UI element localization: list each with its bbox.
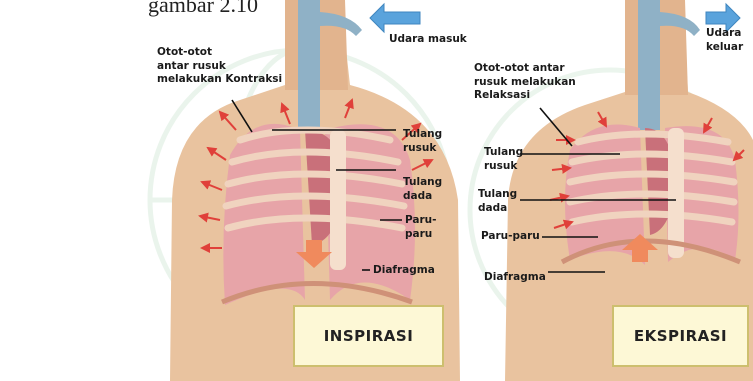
- inspirasi-title: INSPIRASI: [324, 327, 414, 345]
- ekspirasi-title-box: EKSPIRASI: [612, 305, 749, 367]
- sternum-right: [668, 128, 684, 258]
- sternum-label-inspirasi: Tulang dada: [403, 176, 442, 203]
- air-in-label: Udara masuk: [389, 33, 467, 47]
- trachea-left: [298, 0, 320, 130]
- ekspirasi-title: EKSPIRASI: [634, 327, 727, 345]
- diaphragm-label-ekspirasi: Diafragma: [484, 271, 546, 285]
- figure-caption-fragment: gambar 2.10: [148, 0, 258, 18]
- rib-label-inspirasi: Tulang rusuk: [403, 128, 442, 155]
- air-in-arrow: [370, 4, 420, 32]
- air-out-label: Udara keluar: [706, 27, 743, 54]
- muscle-relaxation-label: Otot-otot antar rusuk melakukan Relaksas…: [474, 62, 576, 103]
- inspirasi-title-box: INSPIRASI: [293, 305, 444, 367]
- diaphragm-label-inspirasi: Diafragma: [373, 264, 435, 278]
- muscle-contraction-label: Otot-otot antar rusuk melakukan Kontraks…: [157, 46, 282, 87]
- rib-label-ekspirasi: Tulang rusuk: [484, 146, 523, 173]
- lung-label-inspirasi: Paru- paru: [405, 214, 437, 241]
- sternum-label-ekspirasi: Tulang dada: [478, 188, 517, 215]
- lung-label-ekspirasi: Paru-paru: [481, 230, 540, 244]
- trachea-right: [638, 0, 660, 130]
- sternum-left: [330, 130, 346, 270]
